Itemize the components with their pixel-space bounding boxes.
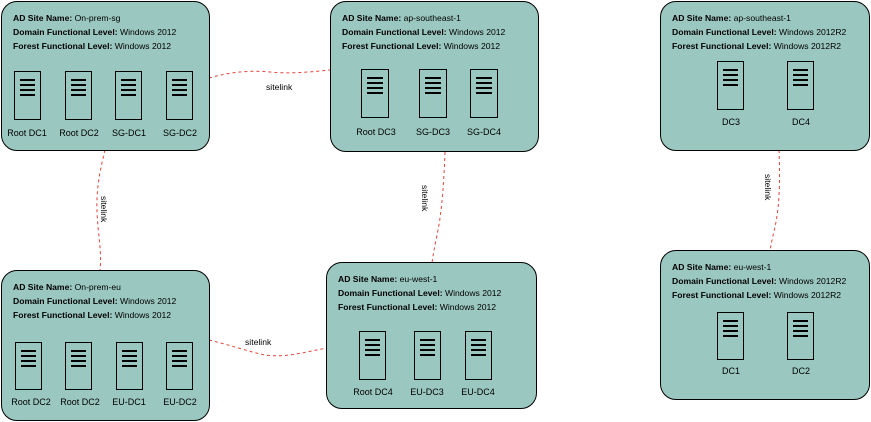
domain-level-label: Domain Functional Level: bbox=[342, 27, 447, 37]
sitelink-line-apse1-to-euw1-r2 bbox=[769, 149, 781, 252]
forest-level-value: Windows 2012 bbox=[114, 41, 172, 51]
domain-level-label: Domain Functional Level: bbox=[672, 276, 777, 286]
site-name-value: ap-southeast-1 bbox=[733, 13, 791, 23]
sitelink-line-apse1-to-euw1 bbox=[431, 151, 446, 264]
dc-label: SG-DC2 bbox=[162, 128, 198, 138]
dc-label: Root DC2 bbox=[11, 397, 51, 407]
forest-level-value: Windows 2012 bbox=[114, 310, 172, 320]
server-icon[interactable] bbox=[470, 69, 498, 118]
dc-label: DC1 bbox=[721, 366, 741, 376]
dc-label: DC2 bbox=[791, 366, 811, 376]
dc-label: DC4 bbox=[791, 117, 811, 127]
forest-level-label: Forest Functional Level: bbox=[13, 41, 113, 51]
sitelink-label: sitelink bbox=[245, 337, 272, 347]
dc-label: SG-DC1 bbox=[111, 128, 147, 138]
dc-label: DC3 bbox=[721, 117, 741, 127]
site-ap-southeast-1[interactable]: AD Site Name: ap-southeast-1 Domain Func… bbox=[330, 1, 539, 152]
dc-label: EU-DC1 bbox=[112, 397, 146, 407]
server-icon[interactable] bbox=[65, 342, 92, 390]
site-info: AD Site Name: eu-west-1 Domain Functiona… bbox=[338, 272, 501, 314]
dc-label: Root DC1 bbox=[7, 128, 47, 138]
forest-level-value: Windows 2012 bbox=[439, 302, 497, 312]
site-eu-west-1[interactable]: AD Site Name: eu-west-1 Domain Functiona… bbox=[326, 262, 537, 409]
forest-level-value: Windows 2012R2 bbox=[773, 290, 842, 300]
sitelink-line-sg-to-apse1 bbox=[208, 69, 331, 79]
sitelink-line-eu-to-euw1 bbox=[208, 339, 328, 357]
server-icon[interactable] bbox=[717, 61, 744, 110]
site-ap-southeast-1-r2[interactable]: AD Site Name: ap-southeast-1 Domain Func… bbox=[660, 1, 870, 151]
site-on-prem-eu[interactable]: AD Site Name: On-prem-eu Domain Function… bbox=[1, 270, 210, 421]
server-icon[interactable] bbox=[361, 69, 389, 118]
server-icon[interactable] bbox=[115, 71, 142, 120]
site-on-prem-sg[interactable]: AD Site Name: On-prem-sg Domain Function… bbox=[1, 1, 210, 151]
dc-label: EU-DC4 bbox=[461, 387, 495, 397]
forest-level-label: Forest Functional Level: bbox=[338, 302, 438, 312]
domain-level-value: Windows 2012 bbox=[444, 288, 502, 298]
site-info: AD Site Name: On-prem-sg Domain Function… bbox=[13, 11, 176, 53]
site-eu-west-1-r2[interactable]: AD Site Name: eu-west-1 Domain Functiona… bbox=[660, 250, 870, 400]
site-name-value: On-prem-eu bbox=[74, 282, 121, 292]
dc-label: SG-DC3 bbox=[415, 127, 451, 137]
site-name-label: AD Site Name: bbox=[672, 262, 732, 272]
server-icon[interactable] bbox=[116, 342, 143, 390]
domain-level-label: Domain Functional Level: bbox=[338, 288, 443, 298]
site-info: AD Site Name: On-prem-eu Domain Function… bbox=[13, 280, 176, 322]
site-name-label: AD Site Name: bbox=[338, 274, 398, 284]
server-icon[interactable] bbox=[787, 312, 814, 360]
server-icon[interactable] bbox=[14, 71, 41, 120]
server-icon[interactable] bbox=[465, 331, 492, 380]
forest-level-label: Forest Functional Level: bbox=[672, 41, 772, 51]
server-icon[interactable] bbox=[166, 342, 193, 390]
sitelink-label: sitelink bbox=[266, 82, 293, 92]
sitelink-line-sg-to-eu bbox=[96, 149, 106, 271]
site-info: AD Site Name: ap-southeast-1 Domain Func… bbox=[342, 11, 505, 53]
dc-label: Root DC3 bbox=[356, 127, 396, 137]
dc-label: Root DC2 bbox=[59, 128, 99, 138]
dc-label: Root DC4 bbox=[353, 387, 393, 397]
server-icon[interactable] bbox=[419, 69, 447, 118]
dc-label: SG-DC4 bbox=[466, 127, 502, 137]
site-info: AD Site Name: eu-west-1 Domain Functiona… bbox=[672, 260, 846, 302]
server-icon[interactable] bbox=[414, 331, 441, 380]
site-name-value: eu-west-1 bbox=[399, 274, 438, 284]
server-icon[interactable] bbox=[166, 71, 193, 120]
site-name-label: AD Site Name: bbox=[342, 13, 402, 23]
site-name-label: AD Site Name: bbox=[13, 13, 73, 23]
site-name-label: AD Site Name: bbox=[13, 282, 73, 292]
dc-label: EU-DC3 bbox=[410, 387, 444, 397]
server-icon[interactable] bbox=[359, 331, 386, 380]
server-icon[interactable] bbox=[787, 61, 814, 110]
site-name-value: eu-west-1 bbox=[733, 262, 772, 272]
site-name-label: AD Site Name: bbox=[672, 13, 732, 23]
domain-level-value: Windows 2012R2 bbox=[778, 276, 847, 286]
server-icon[interactable] bbox=[65, 71, 92, 120]
site-info: AD Site Name: ap-southeast-1 Domain Func… bbox=[672, 11, 846, 53]
forest-level-label: Forest Functional Level: bbox=[342, 41, 442, 51]
dc-label: Root DC2 bbox=[60, 397, 100, 407]
domain-level-value: Windows 2012 bbox=[119, 27, 177, 37]
forest-level-label: Forest Functional Level: bbox=[13, 310, 113, 320]
dc-label: EU-DC2 bbox=[163, 397, 197, 407]
sitelink-label: sitelink bbox=[763, 174, 773, 201]
domain-level-value: Windows 2012R2 bbox=[778, 27, 847, 37]
forest-level-label: Forest Functional Level: bbox=[672, 290, 772, 300]
site-name-value: ap-southeast-1 bbox=[403, 13, 461, 23]
domain-level-value: Windows 2012 bbox=[119, 296, 177, 306]
sitelink-label: sitelink bbox=[420, 185, 430, 212]
domain-level-value: Windows 2012 bbox=[448, 27, 506, 37]
domain-level-label: Domain Functional Level: bbox=[672, 27, 777, 37]
forest-level-value: Windows 2012 bbox=[443, 41, 501, 51]
domain-level-label: Domain Functional Level: bbox=[13, 296, 118, 306]
domain-level-label: Domain Functional Level: bbox=[13, 27, 118, 37]
forest-level-value: Windows 2012R2 bbox=[773, 41, 842, 51]
server-icon[interactable] bbox=[15, 342, 42, 390]
site-name-value: On-prem-sg bbox=[74, 13, 121, 23]
server-icon[interactable] bbox=[717, 312, 744, 360]
sitelink-label: sitelink bbox=[99, 196, 109, 223]
